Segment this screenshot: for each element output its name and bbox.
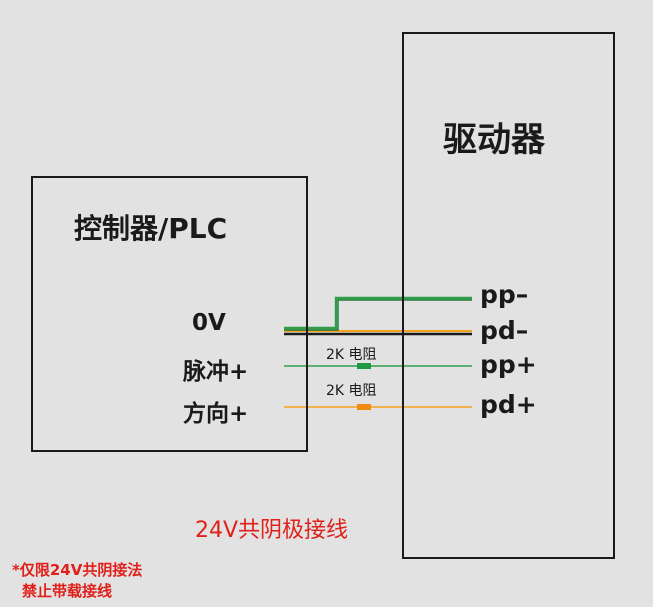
resistor-pulse-label: 2K 电阻	[326, 347, 377, 363]
pin-direction-plus: 方向+	[183, 401, 249, 427]
warning-line-2: 禁止带载接线	[22, 582, 113, 600]
pin-pp-plus: pp+	[480, 350, 537, 379]
driver-box	[402, 32, 615, 559]
resistor-direction-label: 2K 电阻	[326, 383, 377, 399]
resistor-pulse	[357, 363, 371, 369]
controller-box	[31, 176, 308, 452]
wiring-mode-note: 24V共阴极接线	[195, 518, 349, 543]
pin-pd-plus: pd+	[480, 390, 537, 419]
pin-pp-minus: pp–	[480, 280, 529, 309]
warning-line-1: *仅限24V共阴接法	[12, 561, 143, 579]
pin-0v: 0V	[192, 310, 226, 336]
controller-title: 控制器/PLC	[74, 212, 228, 245]
wire-0v-green	[284, 296, 472, 330]
wire-0v-dark-green	[284, 299, 472, 331]
pin-pulse-plus: 脉冲+	[183, 359, 249, 385]
pin-pd-minus: pd–	[480, 316, 529, 345]
resistor-direction	[357, 404, 371, 410]
driver-title: 驱动器	[443, 120, 545, 160]
